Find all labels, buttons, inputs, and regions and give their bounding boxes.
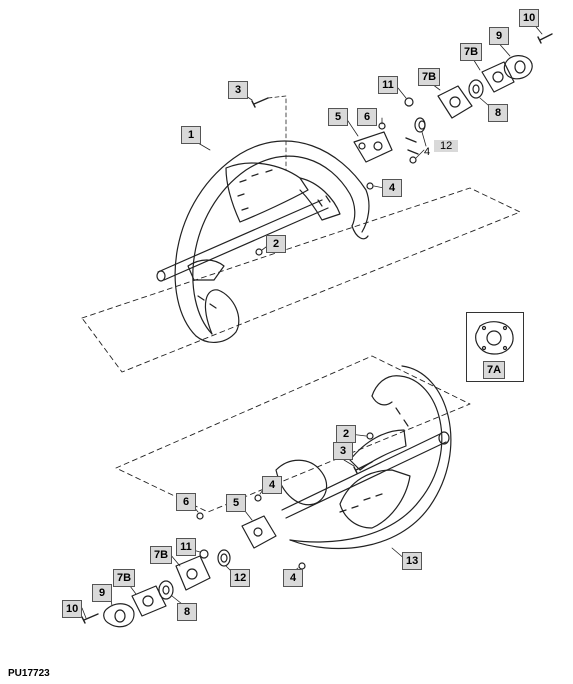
callout-7b-upper-b[interactable]: 7B [460,43,483,61]
callout-6-lower[interactable]: 6 [176,493,196,511]
callout-13[interactable]: 13 [402,552,423,570]
figure-code: PU17723 [8,668,50,679]
callout-7a[interactable]: 7A [483,361,506,379]
callout-3-upper[interactable]: 3 [228,81,248,99]
callout-1[interactable]: 1 [181,126,201,144]
lower-auger-assembly [115,355,471,550]
callout-10-lower[interactable]: 10 [62,600,83,618]
callout-8-upper[interactable]: 8 [488,104,508,122]
callout-4-upper-a[interactable]: 4 [382,179,402,197]
lower-hardware [81,432,374,628]
upper-auger-assembly [81,140,521,373]
callout-5-upper[interactable]: 5 [328,108,348,126]
callout-4-lower-b[interactable]: 4 [283,569,303,587]
callout-4-upper-b[interactable]: 4 [424,146,431,158]
callout-8-lower[interactable]: 8 [177,603,197,621]
callout-11-lower[interactable]: 11 [176,538,196,556]
callout-7b-lower-a[interactable]: 7B [150,546,173,564]
callout-9-lower[interactable]: 9 [92,584,112,602]
callout-10-upper[interactable]: 10 [519,9,540,27]
callout-2-upper[interactable]: 2 [266,235,286,253]
inset-7a-drawing [475,321,514,355]
callout-7b-upper-a[interactable]: 7B [418,68,441,86]
callout-2-lower[interactable]: 2 [336,425,356,443]
callout-9-upper[interactable]: 9 [489,27,509,45]
callout-6-upper[interactable]: 6 [357,108,377,126]
callout-12-lower[interactable]: 12 [230,569,251,587]
callout-3-lower[interactable]: 3 [333,442,353,460]
callout-5-lower[interactable]: 5 [226,494,246,512]
callout-4-lower-a[interactable]: 4 [262,476,282,494]
callout-7b-lower-b[interactable]: 7B [113,569,136,587]
callout-12-upper[interactable]: 12 [434,140,459,152]
callout-11-upper[interactable]: 11 [378,76,398,94]
